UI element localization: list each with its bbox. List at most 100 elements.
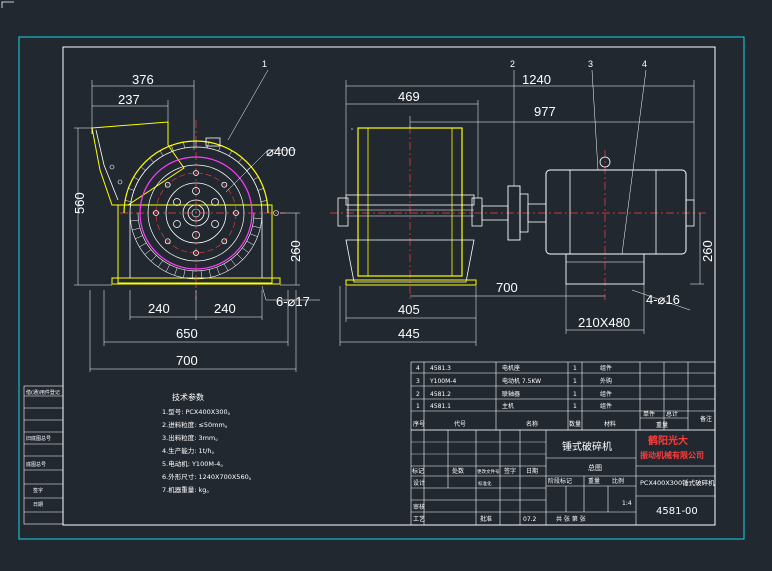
grate-tick	[183, 269, 186, 278]
liner-tick	[149, 157, 154, 163]
parts-cell: 2	[416, 391, 420, 398]
dim-376: 376	[132, 72, 154, 87]
bolt-hole	[173, 198, 181, 206]
bolt-hole	[211, 220, 219, 228]
grate-tick	[208, 269, 212, 278]
motor-base	[565, 253, 645, 285]
parts-list-grid	[410, 361, 716, 431]
liner-tick	[133, 176, 139, 181]
dim-700-front: 700	[176, 353, 198, 368]
dim-977: 977	[534, 104, 556, 119]
liner-tick	[183, 142, 185, 149]
parts-header-weight: 重量	[656, 421, 668, 429]
parts-cell: 外购	[600, 377, 612, 385]
liner-tick	[257, 188, 264, 191]
title-weight-label: 重量	[588, 477, 600, 485]
liner-tick	[159, 150, 164, 156]
dim-motor-base: 210X480	[578, 315, 630, 330]
bolt-hole	[221, 181, 228, 188]
title-scale: 1:4	[622, 500, 632, 507]
grate-tick	[223, 263, 229, 271]
dim-front-holes: 6-⌀17	[276, 294, 310, 309]
dim-405: 405	[398, 302, 420, 317]
role-design: 设计	[413, 479, 425, 487]
grate-tick	[174, 267, 178, 276]
title-company-line1: 鹤阳光大	[647, 434, 688, 447]
note-line-1: 1.型号: PCX400X300。	[162, 407, 234, 416]
parts-cell: 电机座	[502, 364, 520, 372]
bolt-hole	[164, 238, 171, 245]
note-line-6: 6.外形尺寸: 1240X700X560。	[162, 472, 255, 481]
role-craft: 工艺	[413, 515, 425, 523]
side-view	[330, 126, 708, 300]
parts-cell: Y100M-4	[429, 378, 456, 385]
left-margin-label-1: 借(通)用件登记	[26, 389, 60, 396]
liner-tick	[171, 145, 174, 152]
grate-tick	[253, 217, 262, 220]
parts-header-total: 总计	[666, 410, 678, 418]
parts-header-mat: 材料	[604, 420, 616, 428]
dim-240-left: 240	[148, 301, 170, 316]
rev-col-date: 日期	[526, 467, 538, 475]
parts-cell: 1	[573, 391, 577, 398]
note-line-3: 3.出料粒度: 3mm。	[162, 433, 222, 442]
parts-cell: 4	[416, 365, 420, 372]
liner-tick	[125, 200, 132, 202]
grate-tick	[242, 247, 249, 253]
electric-motor	[545, 169, 687, 255]
grate-tick	[250, 233, 258, 237]
note-line-5: 5.电动机: Y100M-4。	[162, 459, 227, 468]
bolt-hole	[211, 198, 219, 206]
parts-cell: 3	[416, 378, 420, 385]
bolt-hole	[192, 187, 200, 195]
parts-cell: 组件	[600, 402, 612, 410]
bolt-hole	[193, 170, 199, 176]
parts-cell: 4581.1	[430, 403, 451, 410]
technical-notes: 技术参数 1.型号: PCX400X300。 2.进料粒度: ≤50mm。 3.…	[162, 392, 255, 494]
dim-560: 560	[72, 192, 87, 214]
parts-cell: 4581.2	[430, 391, 451, 398]
balloon-2: 2	[510, 59, 515, 69]
role-check: 审核	[413, 503, 425, 511]
side-dimensions	[339, 69, 704, 346]
grate-tick	[132, 227, 141, 231]
grate-tick	[150, 255, 157, 262]
left-margin-table	[23, 385, 64, 525]
dim-side-700: 700	[496, 280, 518, 295]
rev-col-mark: 标记	[412, 467, 424, 475]
liner-tick	[228, 150, 233, 156]
parts-cell: 组件	[600, 390, 612, 398]
grate-tick	[230, 259, 236, 266]
grate-tick	[246, 240, 254, 246]
parts-header-name: 名称	[526, 420, 538, 428]
parts-header-remark: 备注	[700, 415, 712, 423]
dim-445: 445	[398, 326, 420, 341]
grate-tick	[165, 264, 170, 272]
title-model-name: PCX400X300锤式破碎机	[640, 478, 715, 487]
dim-motor-holes: 4-⌀16	[646, 292, 680, 307]
left-margin-label-2: 旧底图总号	[26, 435, 51, 442]
parts-cell: 1	[416, 403, 420, 410]
grate-tick	[252, 225, 261, 229]
role-approve: 批准	[480, 515, 492, 523]
front-view	[91, 120, 285, 300]
grate-tick	[144, 249, 152, 255]
rev-col-doc: 更改文件号	[477, 468, 500, 475]
title-material: 总图	[588, 463, 602, 472]
parts-header-qty: 数量	[569, 420, 581, 428]
bolt-hole	[221, 238, 228, 245]
liner-tick	[140, 166, 146, 171]
grate-tick	[135, 235, 143, 240]
parts-header-unit: 单件	[643, 410, 655, 418]
dim-motor-260: 260	[700, 240, 715, 262]
bolt-hole	[153, 210, 159, 216]
liner-tick	[207, 142, 209, 149]
front-dimensions	[74, 69, 320, 372]
note-line-2: 2.进料粒度: ≤50mm。	[162, 420, 231, 429]
revision-grid-rows	[411, 441, 546, 455]
liner-tick	[253, 176, 259, 181]
note-line-4: 4.生产能力: 1t/h。	[162, 446, 218, 455]
left-margin-label-3: 底图总号	[26, 461, 46, 468]
liner-tick	[238, 157, 243, 163]
